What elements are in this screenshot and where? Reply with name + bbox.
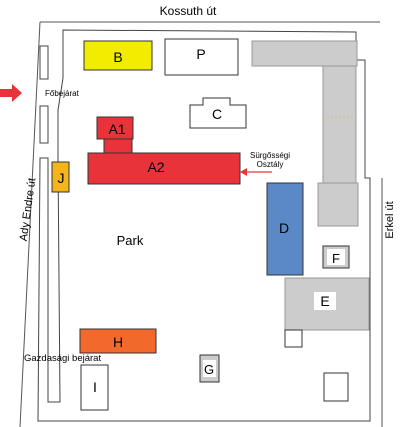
- ady-side-wall: [57, 77, 64, 158]
- main-gate-right-pillar: [39, 105, 49, 144]
- erkel-street-label: Erkel út: [384, 201, 396, 238]
- park-label: Park: [117, 233, 144, 248]
- building-d-label: D: [279, 220, 289, 236]
- building-g-inner: [203, 360, 216, 377]
- building-gray-lower: [317, 182, 359, 227]
- main-entrance-label: Főbejárat: [45, 89, 80, 98]
- building-g-label: G: [204, 362, 214, 377]
- building-p[interactable]: [164, 38, 239, 76]
- ady-street-label: Ady Endre út: [18, 177, 39, 242]
- building-c[interactable]: [189, 97, 247, 129]
- building-j-label: J: [58, 170, 65, 186]
- building-d[interactable]: [266, 182, 304, 276]
- building-a1-connector: [103, 138, 133, 155]
- main-entrance-arrow-icon: [0, 84, 22, 102]
- kossuth-street-label: Kossuth út: [160, 4, 217, 18]
- site-boundary: [37, 29, 371, 422]
- building-gray-top: [251, 40, 358, 67]
- building-e-annex: [284, 329, 303, 348]
- building-h-label: H: [113, 334, 123, 350]
- building-small-south: [323, 372, 349, 402]
- building-a1-label: A1: [108, 121, 125, 137]
- emergency-label-line2: Osztály: [257, 160, 284, 169]
- building-e-label-box: [314, 292, 336, 310]
- building-b-label: B: [113, 49, 122, 65]
- building-i-label: I: [93, 379, 97, 395]
- building-e-label: E: [320, 293, 329, 309]
- building-gray-tower: [322, 65, 357, 184]
- economic-entrance-label: Gazdasági bejárat: [24, 353, 101, 364]
- emergency-arrow-icon: [240, 168, 247, 176]
- building-i[interactable]: [80, 364, 109, 411]
- building-a2[interactable]: [87, 152, 241, 185]
- building-a2-label: A2: [147, 159, 164, 175]
- emergency-label-line1: Sürgősségi: [250, 151, 290, 160]
- building-j[interactable]: [51, 161, 70, 193]
- building-c-label: C: [212, 106, 222, 122]
- ady-street-line-outer: [19, 21, 41, 427]
- building-h[interactable]: [79, 328, 157, 354]
- building-b[interactable]: [83, 40, 153, 71]
- main-gate-left-pillar: [39, 45, 49, 80]
- building-f-label: F: [332, 251, 340, 266]
- building-p-label: P: [196, 46, 205, 62]
- building-f-inner: [327, 249, 345, 265]
